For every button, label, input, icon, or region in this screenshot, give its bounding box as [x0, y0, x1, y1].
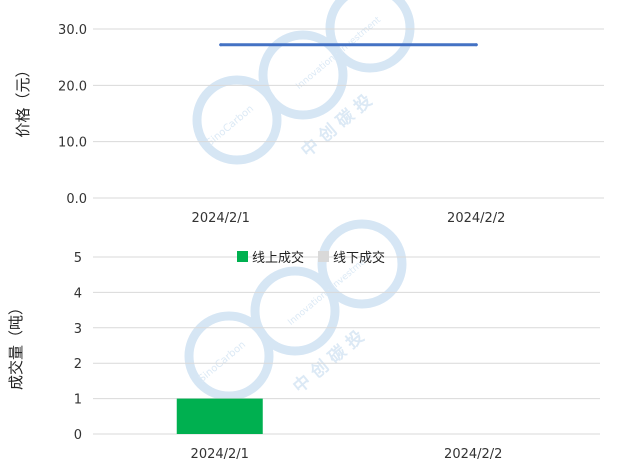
price-y-tick-0: 0.0 [66, 192, 87, 207]
price-y-tick-2: 20.0 [58, 79, 87, 94]
watermark-ring-1 [192, 75, 282, 165]
price-point-0-1 [474, 43, 478, 47]
volume-x-tick-labels: 2024/2/1 2024/2/2 [191, 447, 503, 462]
volume-chart: 0 1 2 3 4 5 2024/2/1 2024/2/2 线上成交 线下成交 成交量（吨） [7, 250, 600, 462]
volume-legend: 线上成交 线下成交 [237, 250, 385, 266]
watermark-ring-2 [250, 266, 340, 356]
volume-bar-0-0 [176, 398, 263, 434]
legend-label-0: 线上成交 [252, 250, 304, 266]
volume-y-tick-0: 0 [74, 428, 82, 443]
watermark-ring-3 [325, 0, 415, 73]
volume-y-tick-2: 2 [74, 357, 82, 372]
price-y-tick-3: 30.0 [58, 23, 87, 38]
watermark-ring-3 [317, 219, 407, 309]
volume-x-tick-0: 2024/2/1 [191, 447, 249, 462]
watermark-ring-1 [184, 311, 274, 401]
price-gridlines [93, 28, 604, 199]
legend-label-1: 线下成交 [333, 250, 385, 266]
volume-x-tick-1: 2024/2/2 [444, 447, 502, 462]
legend-swatch-1 [318, 251, 329, 262]
price-x-tick-1: 2024/2/2 [447, 211, 505, 226]
watermark-text-en: SinoCarbon [197, 339, 248, 384]
volume-y-tick-labels: 0 1 2 3 4 5 [74, 251, 82, 443]
price-x-tick-labels: 2024/2/1 2024/2/2 [192, 211, 506, 226]
price-y-axis-title: 价格（元） [14, 62, 32, 137]
volume-bars [176, 398, 263, 434]
volume-y-axis-title: 成交量（吨） [7, 300, 25, 390]
watermark-ring-2 [258, 30, 348, 120]
price-point-0-0 [219, 43, 223, 47]
volume-y-tick-4: 4 [74, 286, 82, 301]
volume-y-tick-1: 1 [74, 393, 82, 408]
price-chart: 0.0 10.0 20.0 30.0 2024/2/1 2024/2/2 价格（元） [14, 23, 604, 226]
price-x-tick-0: 2024/2/1 [192, 211, 250, 226]
price-series [219, 43, 478, 47]
price-y-tick-1: 10.0 [58, 136, 87, 151]
volume-y-tick-5: 5 [74, 251, 82, 266]
volume-y-tick-3: 3 [74, 322, 82, 337]
price-y-tick-labels: 0.0 10.0 20.0 30.0 [58, 23, 87, 207]
legend-swatch-0 [237, 251, 248, 262]
